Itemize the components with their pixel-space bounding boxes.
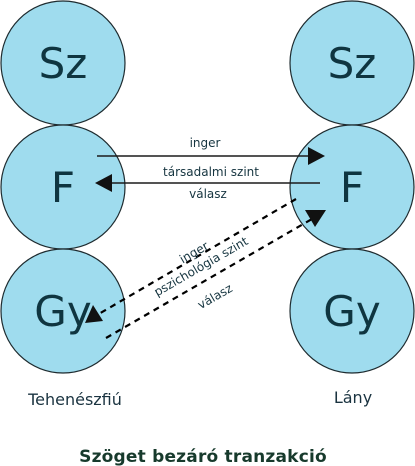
right-person-ego-states: Sz F Gy — [289, 0, 415, 374]
psychological-stimulus-arrow-line — [96, 198, 297, 316]
psychological-response-label: válasz — [195, 281, 235, 312]
social-stimulus-arrowhead — [308, 147, 325, 165]
left-child-label: Gy — [34, 287, 91, 336]
psychological-stimulus-arrowhead — [85, 305, 103, 323]
social-level-arrows: inger társadalmi szint válasz — [95, 136, 325, 201]
right-child-label: Gy — [323, 287, 380, 336]
social-level-label: társadalmi szint — [163, 165, 259, 179]
social-response-arrowhead — [95, 174, 112, 192]
social-stimulus-label: inger — [190, 136, 221, 150]
left-person-ego-states: Sz F Gy — [0, 0, 126, 374]
diagram-caption: Szöget bezáró tranzakció — [79, 447, 327, 466]
right-adult-label: F — [340, 163, 364, 212]
left-adult-label: F — [51, 163, 75, 212]
right-person-name: Lány — [334, 388, 372, 407]
left-child-circle — [0, 248, 126, 374]
right-child-circle — [289, 248, 415, 374]
right-parent-label: Sz — [328, 39, 377, 88]
left-person-name: Tehenészfiú — [27, 390, 122, 409]
psychological-response-arrow-line — [105, 218, 313, 339]
left-parent-label: Sz — [39, 39, 88, 88]
social-response-label: válasz — [189, 187, 227, 201]
psychological-response-arrowhead — [305, 210, 326, 227]
